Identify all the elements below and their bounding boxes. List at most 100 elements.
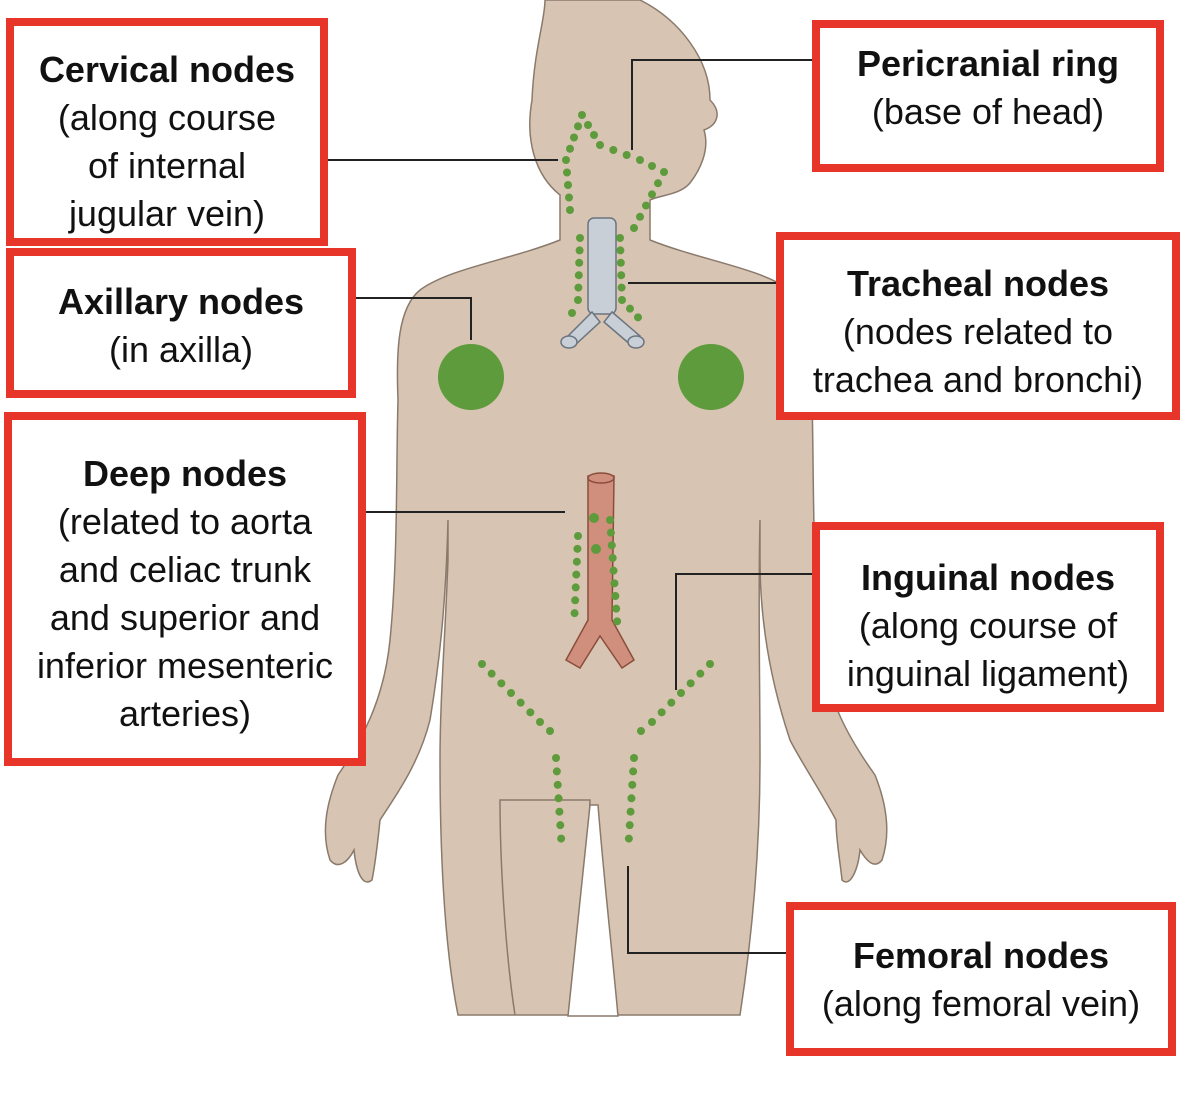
cervical-label-box: Cervical nodes (along course of internal…: [6, 18, 328, 246]
axillary-desc-line: (in axilla): [108, 329, 254, 370]
lymph-node-dot: [609, 146, 618, 154]
lymph-node-dot: [497, 679, 506, 688]
lymph-node-dot: [554, 794, 563, 803]
lymph-node-dot: [637, 727, 645, 735]
lymph-node-dot: [648, 718, 656, 726]
lymph-node-dot: [575, 258, 584, 267]
lymph-node-dot: [626, 807, 635, 816]
lymph-node-dot: [574, 122, 582, 131]
lymph-node-dot: [552, 754, 560, 762]
lymph-node-dot: [642, 201, 650, 210]
lymph-node-dot: [618, 296, 626, 304]
lymph-node-dot: [584, 121, 592, 129]
deep-desc-line: arteries): [118, 693, 252, 734]
lymph-node-dot: [570, 133, 578, 142]
lymph-node-dot: [616, 258, 625, 267]
lymph-node-dot: [572, 570, 581, 579]
axillary-node-right: [438, 344, 504, 410]
inguinal-chain: [478, 660, 714, 735]
lymph-node-dot: [613, 617, 622, 626]
deep-desc-line: and superior and: [49, 597, 321, 638]
lymph-node-dot: [648, 162, 656, 170]
lymph-node-dot: [575, 246, 584, 255]
femoral-desc-line: (along femoral vein): [821, 983, 1141, 1024]
lymph-node-dot: [686, 679, 695, 688]
lymph-node-dot: [565, 193, 573, 202]
lymph-node-dot: [606, 516, 614, 524]
lymph-node-dot: [607, 541, 616, 550]
lymph-node-dot: [563, 168, 571, 177]
lymph-node-dot: [660, 168, 668, 176]
axillary-node-left: [678, 344, 744, 410]
lymph-node-dot: [616, 234, 624, 242]
lymph-node-dot: [574, 296, 582, 304]
lymph-node-dot: [574, 271, 583, 280]
lymph-node-dot: [557, 834, 566, 843]
pericranial-label-box: Pericranial ring (base of head): [812, 20, 1164, 172]
cervical-title: Cervical nodes: [38, 49, 296, 90]
femoral-leader: [627, 866, 826, 954]
lymph-node-dot: [507, 689, 515, 697]
leader-lines: [276, 59, 838, 954]
deep-desc-line: (related to aorta: [57, 501, 313, 542]
lymph-node-dot: [609, 566, 618, 575]
lymph-node-dot: [564, 181, 572, 189]
lymph-node-dot: [630, 754, 638, 762]
lymph-node-dot: [566, 206, 574, 214]
lymph-node-dot: [610, 579, 619, 588]
lymph-node-dot: [630, 224, 638, 232]
deep-desc-line: and celiac trunk: [58, 549, 312, 590]
lymph-node-dot: [608, 554, 617, 562]
lymph-node-dot: [612, 604, 621, 613]
lymph-node-dot: [616, 246, 625, 255]
lymph-node-dot: [552, 767, 561, 776]
lymph-node-dot: [572, 557, 581, 566]
inguinal-desc-line: (along course of: [858, 605, 1118, 646]
lymph-node-dot: [629, 767, 638, 776]
lymph-node-dot: [570, 609, 579, 618]
lymph-node-dot: [578, 111, 586, 119]
lymph-node-dot: [573, 544, 582, 553]
deep-title: Deep nodes: [82, 453, 288, 494]
lymph-node-dot: [677, 689, 685, 697]
inguinal-label-box: Inguinal nodes (along course of inguinal…: [812, 522, 1164, 712]
lymph-node-dot: [566, 144, 574, 153]
cervical-desc-line: jugular vein): [68, 193, 266, 234]
lymph-node-dot: [622, 151, 631, 159]
lymph-node-dot: [657, 708, 666, 717]
lymph-node-dot: [606, 528, 615, 537]
lymph-node-dot: [626, 304, 634, 313]
deep-chain: [570, 513, 622, 626]
axillary-leader: [316, 297, 472, 340]
lymph-node-dot: [634, 313, 642, 322]
lymph-node-dot: [628, 780, 637, 789]
femoral-chain: [552, 754, 638, 843]
lymph-node-dot: [487, 669, 496, 678]
leg-gap: [567, 804, 619, 1017]
pericranial-leader: [631, 59, 824, 150]
lymph-node-dot: [636, 212, 644, 221]
tracheal-title: Tracheal nodes: [846, 263, 1110, 304]
node-chains: [478, 111, 714, 843]
cervical-desc-line: (along course: [57, 97, 277, 138]
lymph-node-dot: [617, 283, 626, 292]
lymph-node-dot: [553, 780, 562, 789]
lymph-node-dot: [624, 834, 633, 843]
lymph-node-dot: [636, 156, 644, 164]
femoral-title: Femoral nodes: [852, 935, 1110, 976]
lymph-node-dot: [571, 596, 580, 605]
pericranial-desc-line: (base of head): [871, 91, 1105, 132]
lymph-node-dot: [627, 794, 636, 803]
tracheal-desc-line: (nodes related to: [842, 311, 1114, 352]
lymph-node-dot: [555, 807, 564, 816]
cervical-desc-line: of internal: [87, 145, 247, 186]
deep-desc-line: inferior mesenteric: [36, 645, 334, 686]
lymph-node-dot: [667, 698, 676, 707]
lymph-node-dot: [556, 821, 565, 830]
lymph-node-dot: [696, 669, 705, 678]
lymph-node-dot: [591, 544, 601, 554]
inguinal-leader: [675, 573, 838, 690]
lymph-node-dot: [478, 660, 486, 668]
